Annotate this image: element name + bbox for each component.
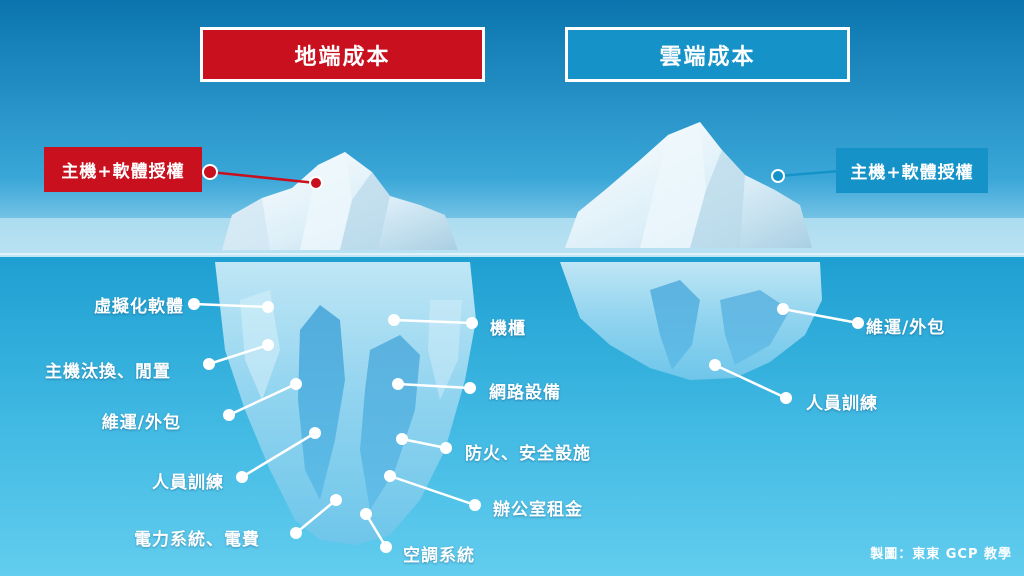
sky bbox=[0, 0, 1024, 255]
waterline bbox=[0, 253, 1024, 257]
credit-text: 製圖：東東 GCP 教學 bbox=[870, 547, 1012, 562]
onprem-item-network: 網路設備 bbox=[489, 383, 561, 403]
onprem-item-virtualization: 虛擬化軟體 bbox=[94, 297, 184, 317]
cloud-item-training: 人員訓練 bbox=[806, 394, 878, 414]
onprem-cost-header: 地端成本 bbox=[200, 27, 485, 82]
onprem-item-hvac: 空調系統 bbox=[403, 546, 475, 566]
cloud-cost-header: 雲端成本 bbox=[565, 27, 850, 82]
onprem-item-power: 電力系統、電費 bbox=[134, 530, 260, 550]
onprem-item-training: 人員訓練 bbox=[152, 473, 224, 493]
sea bbox=[0, 255, 1024, 576]
onprem-iceberg-underwater bbox=[215, 262, 476, 545]
cloud-item-maintenance: 維運/外包 bbox=[866, 318, 946, 338]
cloud-iceberg-underwater bbox=[560, 262, 822, 380]
onprem-item-office-rent: 辦公室租金 bbox=[493, 500, 583, 520]
onprem-tip-label: 主機+軟體授權 bbox=[44, 147, 202, 192]
onprem-item-server-replacement: 主機汰換、閒置 bbox=[45, 362, 171, 382]
connectors bbox=[188, 164, 864, 553]
cloud-tip-label: 主機+軟體授權 bbox=[836, 148, 988, 193]
cloud-iceberg-tip bbox=[565, 122, 812, 248]
onprem-item-rack: 機櫃 bbox=[490, 319, 526, 339]
horizon-water bbox=[0, 218, 1024, 256]
onprem-iceberg-tip bbox=[222, 152, 458, 250]
onprem-item-maintenance: 維運/外包 bbox=[101, 413, 181, 433]
onprem-item-security: 防火、安全設施 bbox=[465, 444, 591, 464]
